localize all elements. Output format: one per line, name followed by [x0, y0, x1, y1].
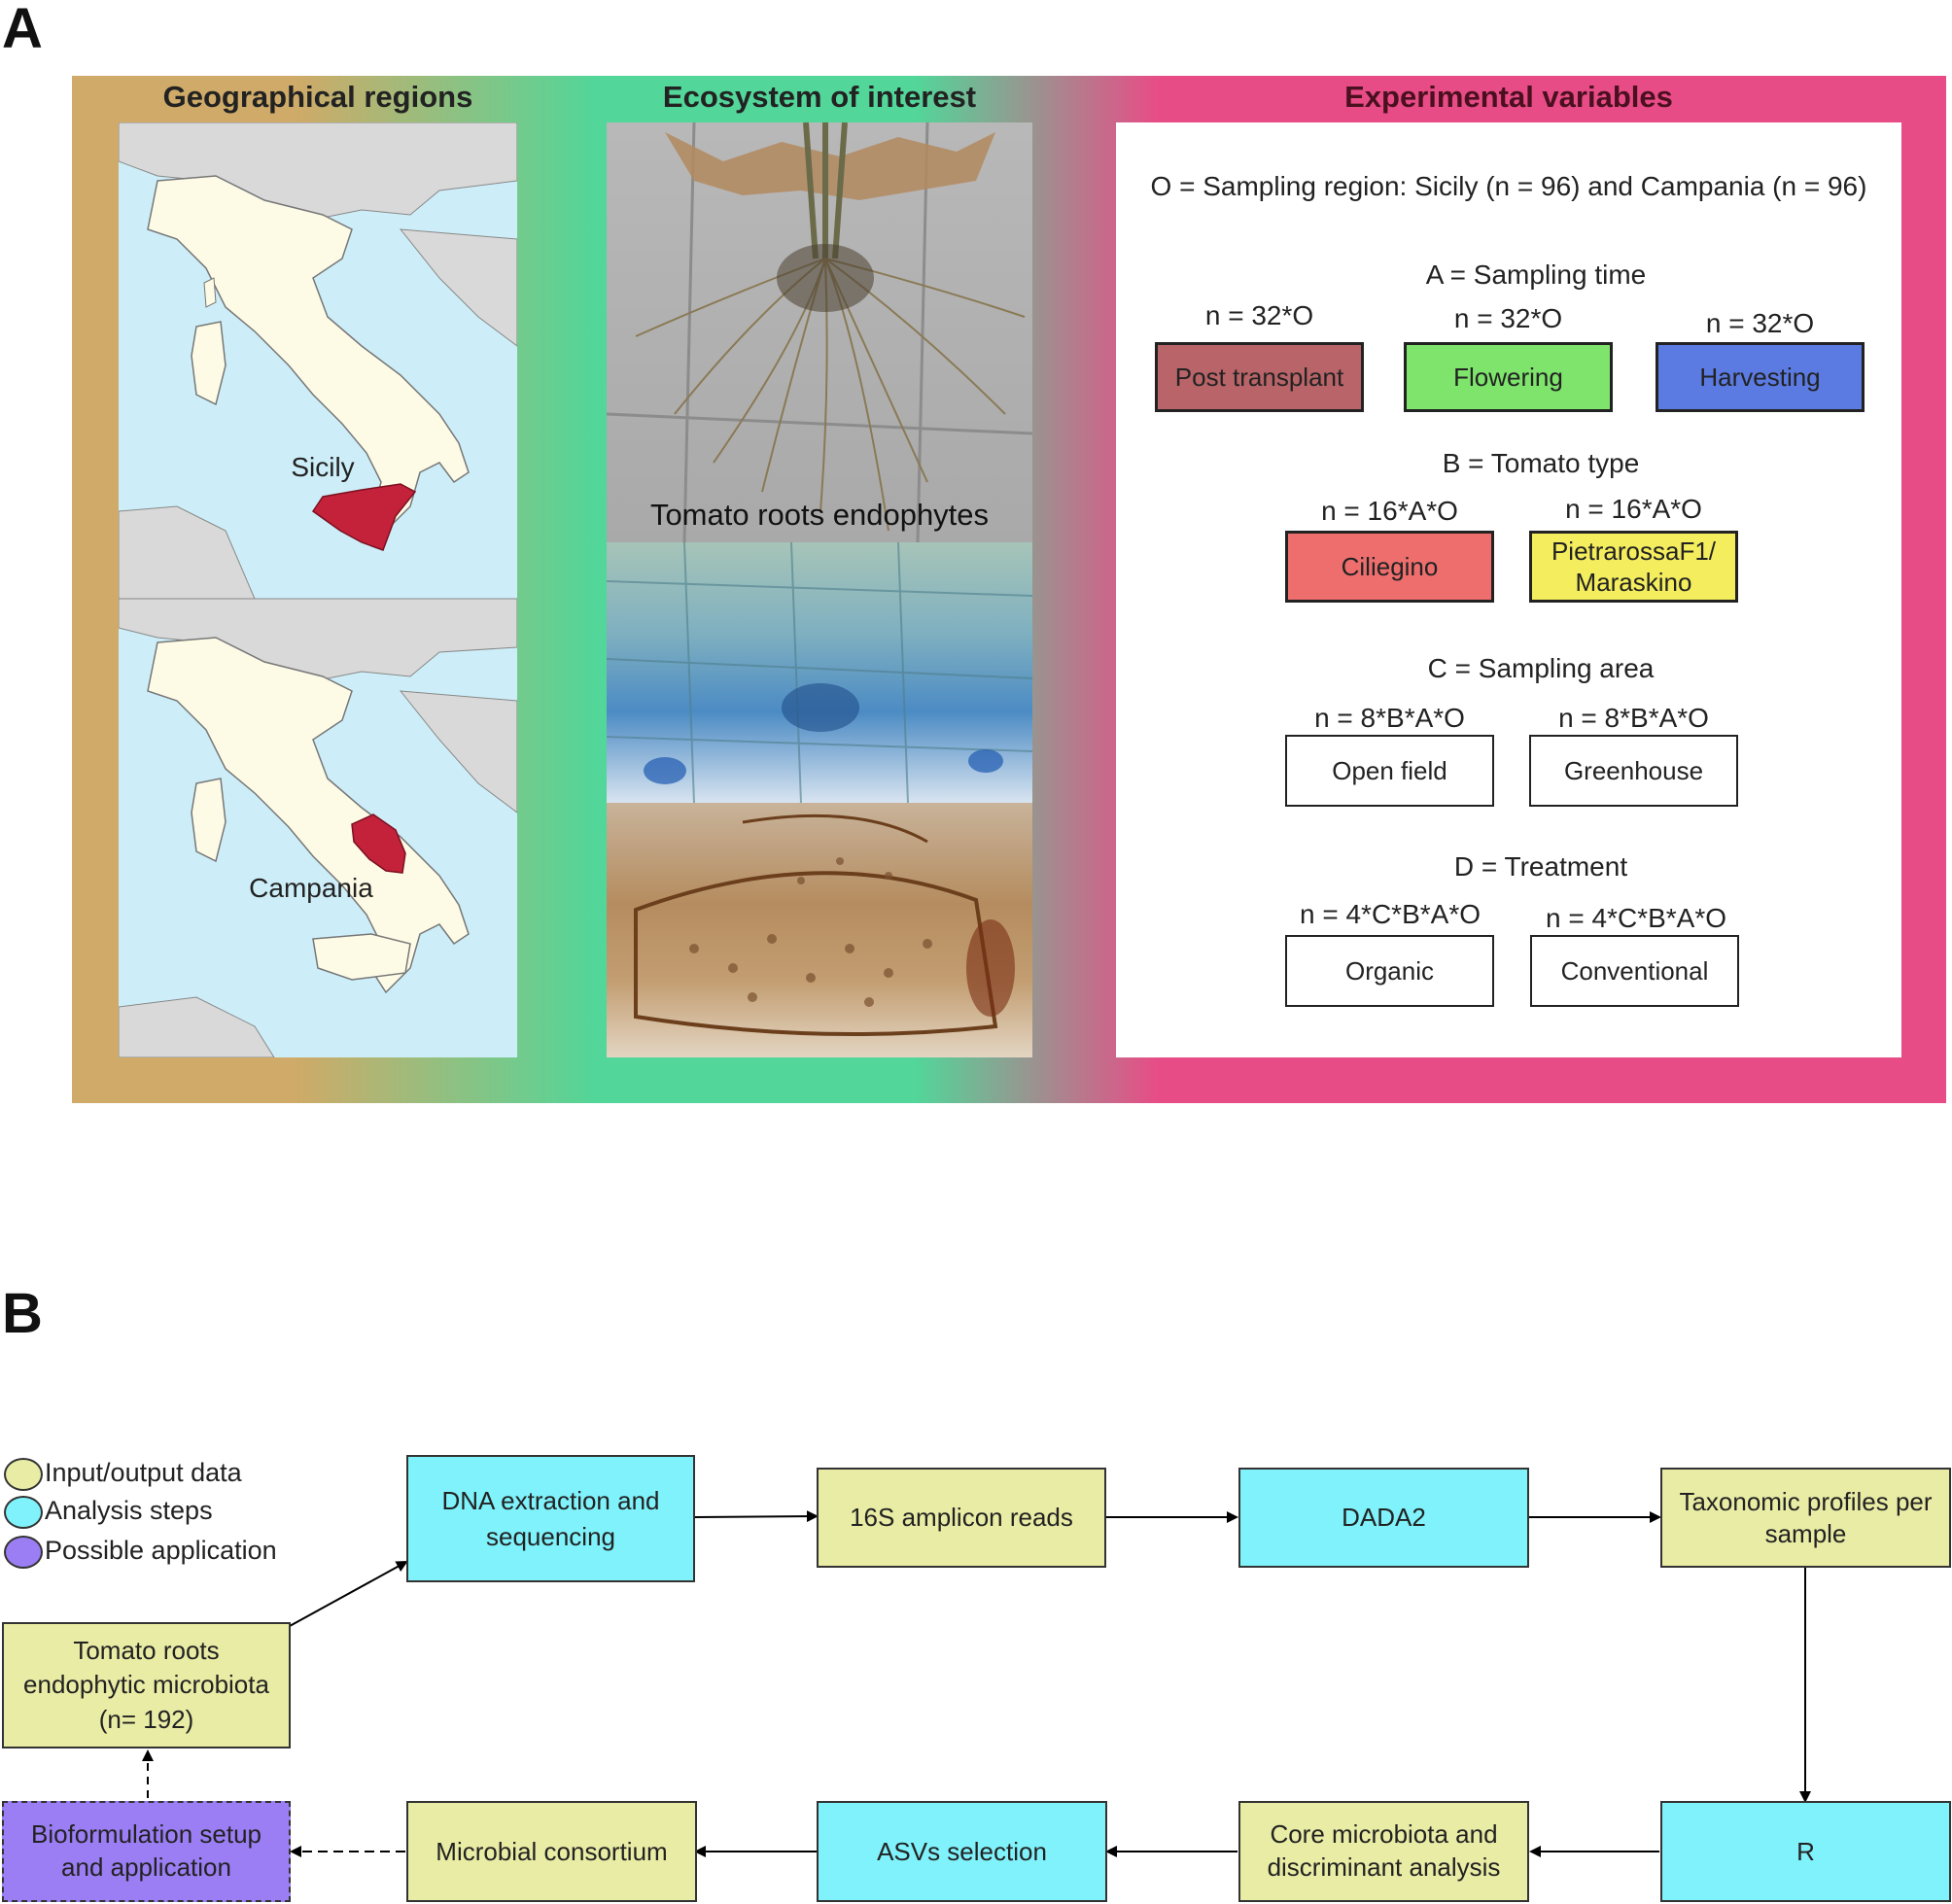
tomato-microbiota-line2: endophytic microbiota — [23, 1670, 269, 1700]
core-microbiota-label: Core microbiota and discriminant analysi… — [1267, 1819, 1501, 1882]
harvesting-n: n = 32*O — [1705, 308, 1815, 338]
pietrarossa-n: n = 16*A*O — [1565, 494, 1702, 524]
legend-input-output-swatch — [4, 1458, 43, 1491]
amplicon-reads-label: 16S amplicon reads — [850, 1503, 1073, 1533]
ciliegino-n: n = 16*A*O — [1321, 496, 1458, 526]
legend-analysis-swatch — [4, 1496, 43, 1529]
legend-application-swatch — [4, 1536, 43, 1569]
post-transplant-n: n = 32*O — [1204, 300, 1314, 330]
roots-photo — [607, 122, 1032, 542]
flow-arrows — [142, 1510, 1811, 1857]
post-transplant-label: Post transplant — [1174, 362, 1344, 392]
map-campania — [119, 598, 517, 1057]
dna-extraction-node: DNA extraction and sequencing — [406, 1455, 695, 1582]
pietrarossa-label-line2: Maraskino — [1575, 568, 1692, 597]
bioformulation-label: Bioformulation setup and application — [30, 1819, 262, 1882]
tomato-microbiota-line1: Tomato roots — [73, 1636, 220, 1666]
asv-selection-node: ASVs selection — [817, 1801, 1107, 1902]
r-node: R — [1660, 1801, 1951, 1902]
open-field-box: Open field — [1285, 735, 1494, 807]
exp-header: Experimental variables — [1344, 80, 1673, 114]
legend-application-label: Possible application — [45, 1536, 277, 1565]
greenhouse-n: n = 8*B*A*O — [1558, 703, 1709, 733]
open-field-n: n = 8*B*A*O — [1314, 703, 1465, 733]
open-field-label: Open field — [1332, 755, 1447, 785]
microbial-consortium-label: Microbial consortium — [436, 1836, 668, 1866]
organic-n: n = 4*C*B*A*O — [1300, 899, 1481, 929]
experimental-variables-panel — [1116, 122, 1901, 1057]
map-sicily — [119, 122, 517, 600]
legend-input-output-label: Input/output data — [45, 1458, 242, 1487]
r-label: R — [1796, 1836, 1815, 1866]
post-transplant-box: Post transplant — [1155, 342, 1364, 412]
flowering-n: n = 32*O — [1453, 303, 1563, 333]
taxonomic-profiles-label: Taxonomic profiles per sample — [1679, 1487, 1933, 1548]
hyphae-cells-photo — [607, 803, 1032, 1057]
organic-label: Organic — [1344, 955, 1435, 986]
panel-b-letter: B — [2, 1282, 43, 1345]
bioformulation-node: Bioformulation setup and application — [2, 1801, 291, 1902]
flowering-label: Flowering — [1453, 362, 1563, 392]
conventional-box: Conventional — [1530, 935, 1739, 1007]
panel-a-letter: A — [2, 0, 43, 60]
sicily-label: Sicily — [291, 452, 355, 482]
conventional-n: n = 4*C*B*A*O — [1546, 903, 1726, 933]
tomato-type-title: B = Tomato type — [1442, 448, 1640, 478]
harvesting-box: Harvesting — [1656, 342, 1865, 412]
greenhouse-box: Greenhouse — [1529, 735, 1738, 807]
dada2-label: DADA2 — [1342, 1503, 1426, 1533]
tomato-microbiota-node: Tomato roots endophytic microbiota (n= 1… — [2, 1622, 291, 1748]
dna-extraction-label: DNA extraction and sequencing — [441, 1486, 660, 1551]
sampling-area-title: C = Sampling area — [1427, 653, 1655, 683]
ciliegino-box: Ciliegino — [1285, 531, 1494, 603]
eco-header: Ecosystem of interest — [662, 80, 977, 114]
greenhouse-label: Greenhouse — [1563, 755, 1704, 785]
asv-selection-label: ASVs selection — [877, 1836, 1047, 1866]
pietrarossa-label-line1: PietrarossaF1/ — [1551, 536, 1717, 566]
sampling-time-title: A = Sampling time — [1425, 260, 1647, 290]
pietrarossa-box: PietrarossaF1/ Maraskino — [1529, 531, 1738, 603]
flowering-box: Flowering — [1404, 342, 1613, 412]
dada2-node: DADA2 — [1238, 1468, 1529, 1568]
harvesting-label: Harvesting — [1699, 362, 1821, 392]
ciliegino-label: Ciliegino — [1341, 551, 1439, 581]
italy-maps — [119, 122, 517, 1057]
geo-header: Geographical regions — [162, 80, 473, 114]
campania-label: Campania — [249, 873, 373, 903]
legend-analysis-label: Analysis steps — [45, 1496, 213, 1525]
stained-cells-photo — [607, 542, 1032, 803]
amplicon-reads-node: 16S amplicon reads — [817, 1468, 1106, 1568]
treatment-title: D = Treatment — [1453, 851, 1628, 882]
microbial-consortium-node: Microbial consortium — [406, 1801, 697, 1902]
sampling-region-text: O = Sampling region: Sicily (n = 96) and… — [1150, 171, 1867, 201]
conventional-label: Conventional — [1560, 955, 1709, 986]
core-microbiota-node: Core microbiota and discriminant analysi… — [1238, 1801, 1529, 1902]
organic-box: Organic — [1285, 935, 1494, 1007]
photo-caption: Tomato roots endophytes — [649, 498, 990, 532]
taxonomic-profiles-node: Taxonomic profiles per sample — [1660, 1468, 1951, 1568]
tomato-microbiota-line3: (n= 192) — [98, 1704, 194, 1734]
